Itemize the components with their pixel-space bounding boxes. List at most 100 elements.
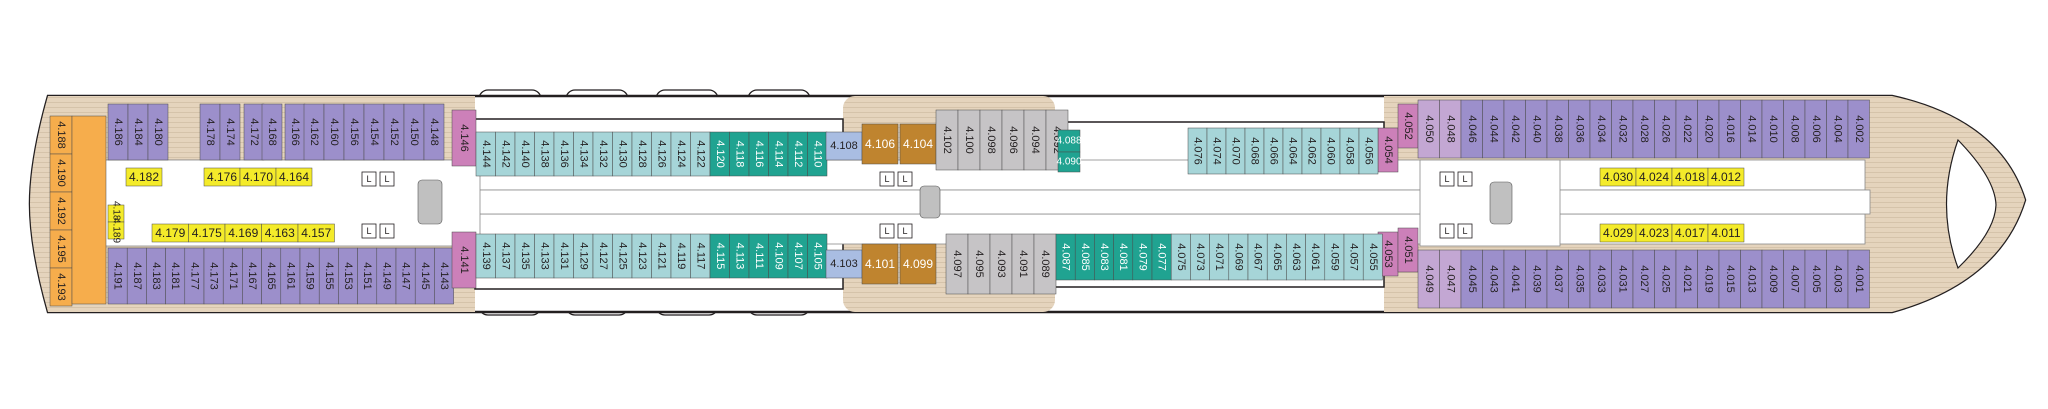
- cabin-4-061[interactable]: 4.061: [1305, 233, 1326, 281]
- cabin-4-133[interactable]: 4.133: [534, 233, 555, 279]
- cabin-4-011[interactable]: 4.011: [1707, 223, 1745, 243]
- cabin-4-110[interactable]: 4.110: [807, 131, 828, 177]
- cabin-4-108[interactable]: 4.108: [825, 131, 863, 161]
- cabin-4-185[interactable]: 4.185: [107, 201, 125, 226]
- cabin-4-047[interactable]: 4.047: [1439, 249, 1462, 309]
- cabin-4-112[interactable]: 4.112: [787, 131, 808, 177]
- cabin-4-028[interactable]: 4.028: [1632, 99, 1655, 159]
- cabin-4-099[interactable]: 4.099: [899, 243, 937, 285]
- cabin-4-097[interactable]: 4.097: [945, 233, 969, 295]
- cabin-4-010[interactable]: 4.010: [1761, 99, 1784, 159]
- cabin-4-079[interactable]: 4.079: [1132, 233, 1153, 281]
- cabin-4-186[interactable]: 4.186: [107, 103, 129, 161]
- cabin-4-191[interactable]: 4.191: [107, 247, 128, 305]
- cabin-4-190[interactable]: 4.190: [49, 153, 73, 193]
- cabin-4-154[interactable]: 4.154: [363, 103, 385, 161]
- cabin-4-003[interactable]: 4.003: [1826, 249, 1849, 309]
- cabin-4-058[interactable]: 4.058: [1339, 127, 1360, 175]
- cabin-4-128[interactable]: 4.128: [631, 131, 652, 177]
- cabin-4-176[interactable]: 4.176: [203, 167, 241, 187]
- cabin-4-134[interactable]: 4.134: [573, 131, 594, 177]
- cabin-4-167[interactable]: 4.167: [242, 247, 262, 305]
- cabin-4-024[interactable]: 4.024: [1635, 167, 1673, 187]
- cabin-4-104[interactable]: 4.104: [899, 123, 937, 165]
- cabin-4-054[interactable]: 4.054: [1377, 127, 1399, 173]
- cabin-4-067[interactable]: 4.067: [1247, 233, 1268, 281]
- cabin-4-118[interactable]: 4.118: [729, 131, 750, 177]
- cabin-4-053[interactable]: 4.053: [1377, 231, 1399, 277]
- cabin-4-057[interactable]: 4.057: [1343, 233, 1364, 281]
- cabin-4-164[interactable]: 4.164: [275, 167, 313, 187]
- cabin-4-018[interactable]: 4.018: [1671, 167, 1709, 187]
- cabin-4-126[interactable]: 4.126: [651, 131, 672, 177]
- cabin-4-005[interactable]: 4.005: [1804, 249, 1827, 309]
- cabin-4-083[interactable]: 4.083: [1094, 233, 1114, 281]
- cabin-4-042[interactable]: 4.042: [1503, 99, 1526, 159]
- cabin-4-031[interactable]: 4.031: [1611, 249, 1634, 309]
- cabin-4-189[interactable]: 4.189: [107, 218, 125, 243]
- cabin-4-041[interactable]: 4.041: [1503, 249, 1526, 309]
- cabin-4-004[interactable]: 4.004: [1826, 99, 1849, 159]
- cabin-4-132[interactable]: 4.132: [592, 131, 613, 177]
- cabin-4-159[interactable]: 4.159: [299, 247, 320, 305]
- cabin-4-136[interactable]: 4.136: [553, 131, 574, 177]
- cabin-4-165[interactable]: 4.165: [261, 247, 282, 305]
- cabin-4-015[interactable]: 4.015: [1718, 249, 1741, 309]
- cabin-4-152[interactable]: 4.152: [383, 103, 405, 161]
- cabin-4-138[interactable]: 4.138: [534, 131, 555, 177]
- cabin-4-037[interactable]: 4.037: [1546, 249, 1569, 309]
- cabin-4-168[interactable]: 4.168: [261, 103, 283, 161]
- cabin-4-052[interactable]: 4.052: [1397, 103, 1419, 149]
- cabin-4-014[interactable]: 4.014: [1740, 99, 1763, 159]
- cabin-4-030[interactable]: 4.030: [1599, 167, 1637, 187]
- cabin-4-008[interactable]: 4.008: [1783, 99, 1806, 159]
- cabin-4-032[interactable]: 4.032: [1611, 99, 1634, 159]
- cabin-4-150[interactable]: 4.150: [403, 103, 425, 161]
- cabin-4-143[interactable]: 4.143: [434, 247, 454, 305]
- cabin-4-139[interactable]: 4.139: [475, 233, 496, 279]
- cabin-4-017[interactable]: 4.017: [1671, 223, 1709, 243]
- cabin-4-001[interactable]: 4.001: [1847, 249, 1870, 309]
- cabin-4-074[interactable]: 4.074: [1206, 127, 1227, 175]
- cabin-4-050[interactable]: 4.050: [1417, 99, 1440, 159]
- cabin-4-056[interactable]: 4.056: [1358, 127, 1379, 175]
- cabin-4-062[interactable]: 4.062: [1301, 127, 1322, 175]
- cabin-4-102[interactable]: 4.102: [935, 109, 959, 171]
- cabin-4-045[interactable]: 4.045: [1460, 249, 1483, 309]
- cabin-4-109[interactable]: 4.109: [768, 233, 789, 279]
- cabin-4-094[interactable]: 4.094: [1023, 109, 1047, 171]
- cabin-4-002[interactable]: 4.002: [1847, 99, 1870, 159]
- cabin-4-070[interactable]: 4.070: [1225, 127, 1246, 175]
- cabin-4-172[interactable]: 4.172: [243, 103, 265, 161]
- cabin-4-055[interactable]: 4.055: [1362, 233, 1383, 281]
- cabin-4-038[interactable]: 4.038: [1546, 99, 1569, 159]
- cabin-4-027[interactable]: 4.027: [1632, 249, 1655, 309]
- cabin-4-029[interactable]: 4.029: [1599, 223, 1637, 243]
- cabin-4-148[interactable]: 4.148: [423, 103, 445, 161]
- cabin-4-077[interactable]: 4.077: [1151, 233, 1172, 281]
- cabin-4-123[interactable]: 4.123: [631, 233, 652, 279]
- cabin-4-193[interactable]: 4.193: [49, 267, 73, 307]
- cabin-4-089[interactable]: 4.089: [1033, 233, 1057, 295]
- cabin-4-016[interactable]: 4.016: [1718, 99, 1741, 159]
- cabin-4-170[interactable]: 4.170: [239, 167, 277, 187]
- cabin-4-137[interactable]: 4.137: [495, 233, 516, 279]
- cabin-4-122[interactable]: 4.122: [690, 131, 711, 177]
- cabin-4-153[interactable]: 4.153: [338, 247, 358, 305]
- cabin-4-127[interactable]: 4.127: [592, 233, 613, 279]
- cabin-4-171[interactable]: 4.171: [222, 247, 243, 305]
- cabin-4-098[interactable]: 4.098: [979, 109, 1003, 171]
- cabin-4-034[interactable]: 4.034: [1589, 99, 1612, 159]
- cabin-4-161[interactable]: 4.161: [280, 247, 301, 305]
- cabin-4-091[interactable]: 4.091: [1011, 233, 1035, 295]
- cabin-4-081[interactable]: 4.081: [1113, 233, 1134, 281]
- cabin-4-131[interactable]: 4.131: [553, 233, 574, 279]
- cabin-4-129[interactable]: 4.129: [573, 233, 594, 279]
- cabin-4-035[interactable]: 4.035: [1568, 249, 1591, 309]
- cabin-4-013[interactable]: 4.013: [1740, 249, 1763, 309]
- cabin-4-006[interactable]: 4.006: [1804, 99, 1827, 159]
- cabin-4-012[interactable]: 4.012: [1707, 167, 1745, 187]
- cabin-4-036[interactable]: 4.036: [1568, 99, 1591, 159]
- cabin-4-023[interactable]: 4.023: [1635, 223, 1673, 243]
- cabin-4-142[interactable]: 4.142: [495, 131, 516, 177]
